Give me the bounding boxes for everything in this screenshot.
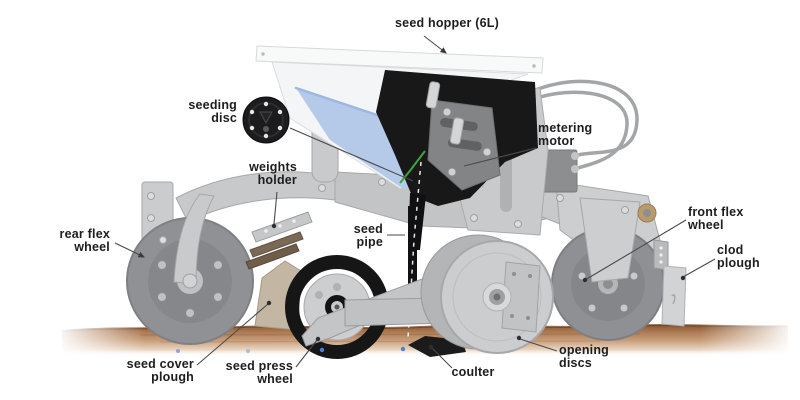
leader-coulter <box>431 347 453 369</box>
label-front-flex-wheel: front flex wheel <box>688 205 744 232</box>
hopper-latch <box>449 117 465 145</box>
leader-rear-flex-wheel <box>114 242 145 258</box>
rear-flex-wheel <box>126 193 254 345</box>
front-flex-wheel <box>551 197 665 341</box>
label-metering-motor: metering motor <box>538 121 593 148</box>
metering-unit <box>376 70 538 206</box>
frame-bolts <box>147 178 629 244</box>
label-seed-pipe: seed pipe <box>350 222 386 250</box>
disc-holes <box>249 101 283 139</box>
label-seed-cover-plough: seed cover plough <box>126 357 194 384</box>
leader-opening-discs <box>519 338 558 352</box>
seed-pipe <box>407 161 426 339</box>
label-opening-discs: opening discs <box>559 343 610 370</box>
seeding-disc-inset <box>242 96 290 144</box>
label-seed-hopper: seed hopper (6L) <box>395 16 499 30</box>
clod-plough <box>653 239 687 327</box>
label-seed-press-wheel: seed press wheel <box>225 359 293 386</box>
label-rear-flex-wheel: rear flex wheel <box>59 227 110 254</box>
label-coulter: coulter <box>451 365 495 379</box>
rear-wheel-arm <box>173 193 215 285</box>
leader-lines <box>114 35 716 369</box>
label-weights-holder: weights holder <box>249 160 297 187</box>
leader-metering-motor <box>463 147 537 167</box>
leader-weights-holder <box>273 191 278 225</box>
seed-fill <box>296 88 422 190</box>
label-seeding-disc: seeding disc <box>188 98 237 125</box>
weights-holder <box>245 211 313 270</box>
opening-discs <box>420 234 554 354</box>
front-wheel-arm <box>579 197 641 283</box>
seeds-in-soil <box>176 346 406 353</box>
leader-seeding-disc <box>289 127 414 182</box>
leader-front-flex-wheel <box>584 219 687 281</box>
leader-seed-press-wheel <box>295 339 318 368</box>
label-clod-plough: clod plough <box>717 243 760 270</box>
leader-seed-cover-plough <box>196 303 269 366</box>
alignment-marks <box>399 150 426 184</box>
leader-seed-hopper <box>423 35 447 54</box>
hopper-rim <box>255 45 544 74</box>
leader-clod-plough <box>682 258 716 278</box>
hopper-latch <box>425 81 441 109</box>
